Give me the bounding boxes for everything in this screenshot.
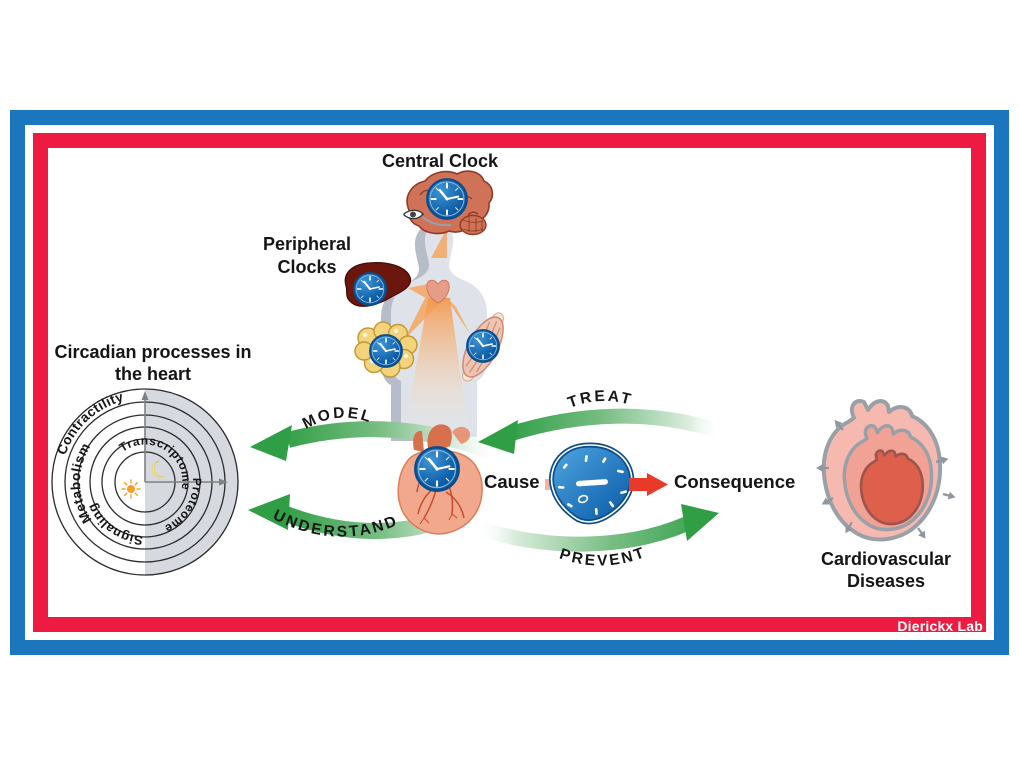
circadian-ring-diagram: Contractility Metabolism Signaling Trans… [51, 388, 239, 576]
broken-clock-icon [549, 442, 635, 525]
cardiovascular-diseases-label: Cardiovascular Diseases [820, 549, 952, 591]
cause-label: Cause [484, 471, 540, 492]
muscle-clock-icon [462, 312, 504, 382]
treat-arrow-label: TREAT [566, 388, 633, 412]
diseased-heart-icon [816, 398, 956, 542]
moon-icon [151, 460, 165, 478]
eye-icon [403, 209, 452, 227]
lab-watermark: Dierickx Lab [897, 618, 983, 634]
chest-heart-icon [426, 279, 450, 304]
central-clock-label: Central Clock [381, 151, 499, 171]
circadian-processes-title: Circadian processes in the heart [54, 342, 252, 384]
heart-clock-icon [397, 424, 483, 535]
ring-axes [141, 391, 228, 486]
treat-arrow [478, 408, 719, 454]
inner-red-border [33, 133, 986, 632]
model-arrow [250, 421, 495, 461]
peripheral-clocks-label: Peripheral Clocks [262, 234, 352, 278]
prevent-arrow [475, 504, 719, 552]
adipose-clock-icon [354, 321, 418, 378]
heart-projection-beam [405, 298, 468, 430]
liver-clock-icon [344, 262, 412, 307]
sun-icon [121, 479, 141, 499]
consequence-label: Consequence [674, 471, 796, 492]
brain-clock-icon [406, 170, 494, 236]
svg-text:TREAT: TREAT [566, 388, 635, 412]
dilation-arrows [816, 420, 956, 539]
consequence-arrow [629, 473, 668, 496]
